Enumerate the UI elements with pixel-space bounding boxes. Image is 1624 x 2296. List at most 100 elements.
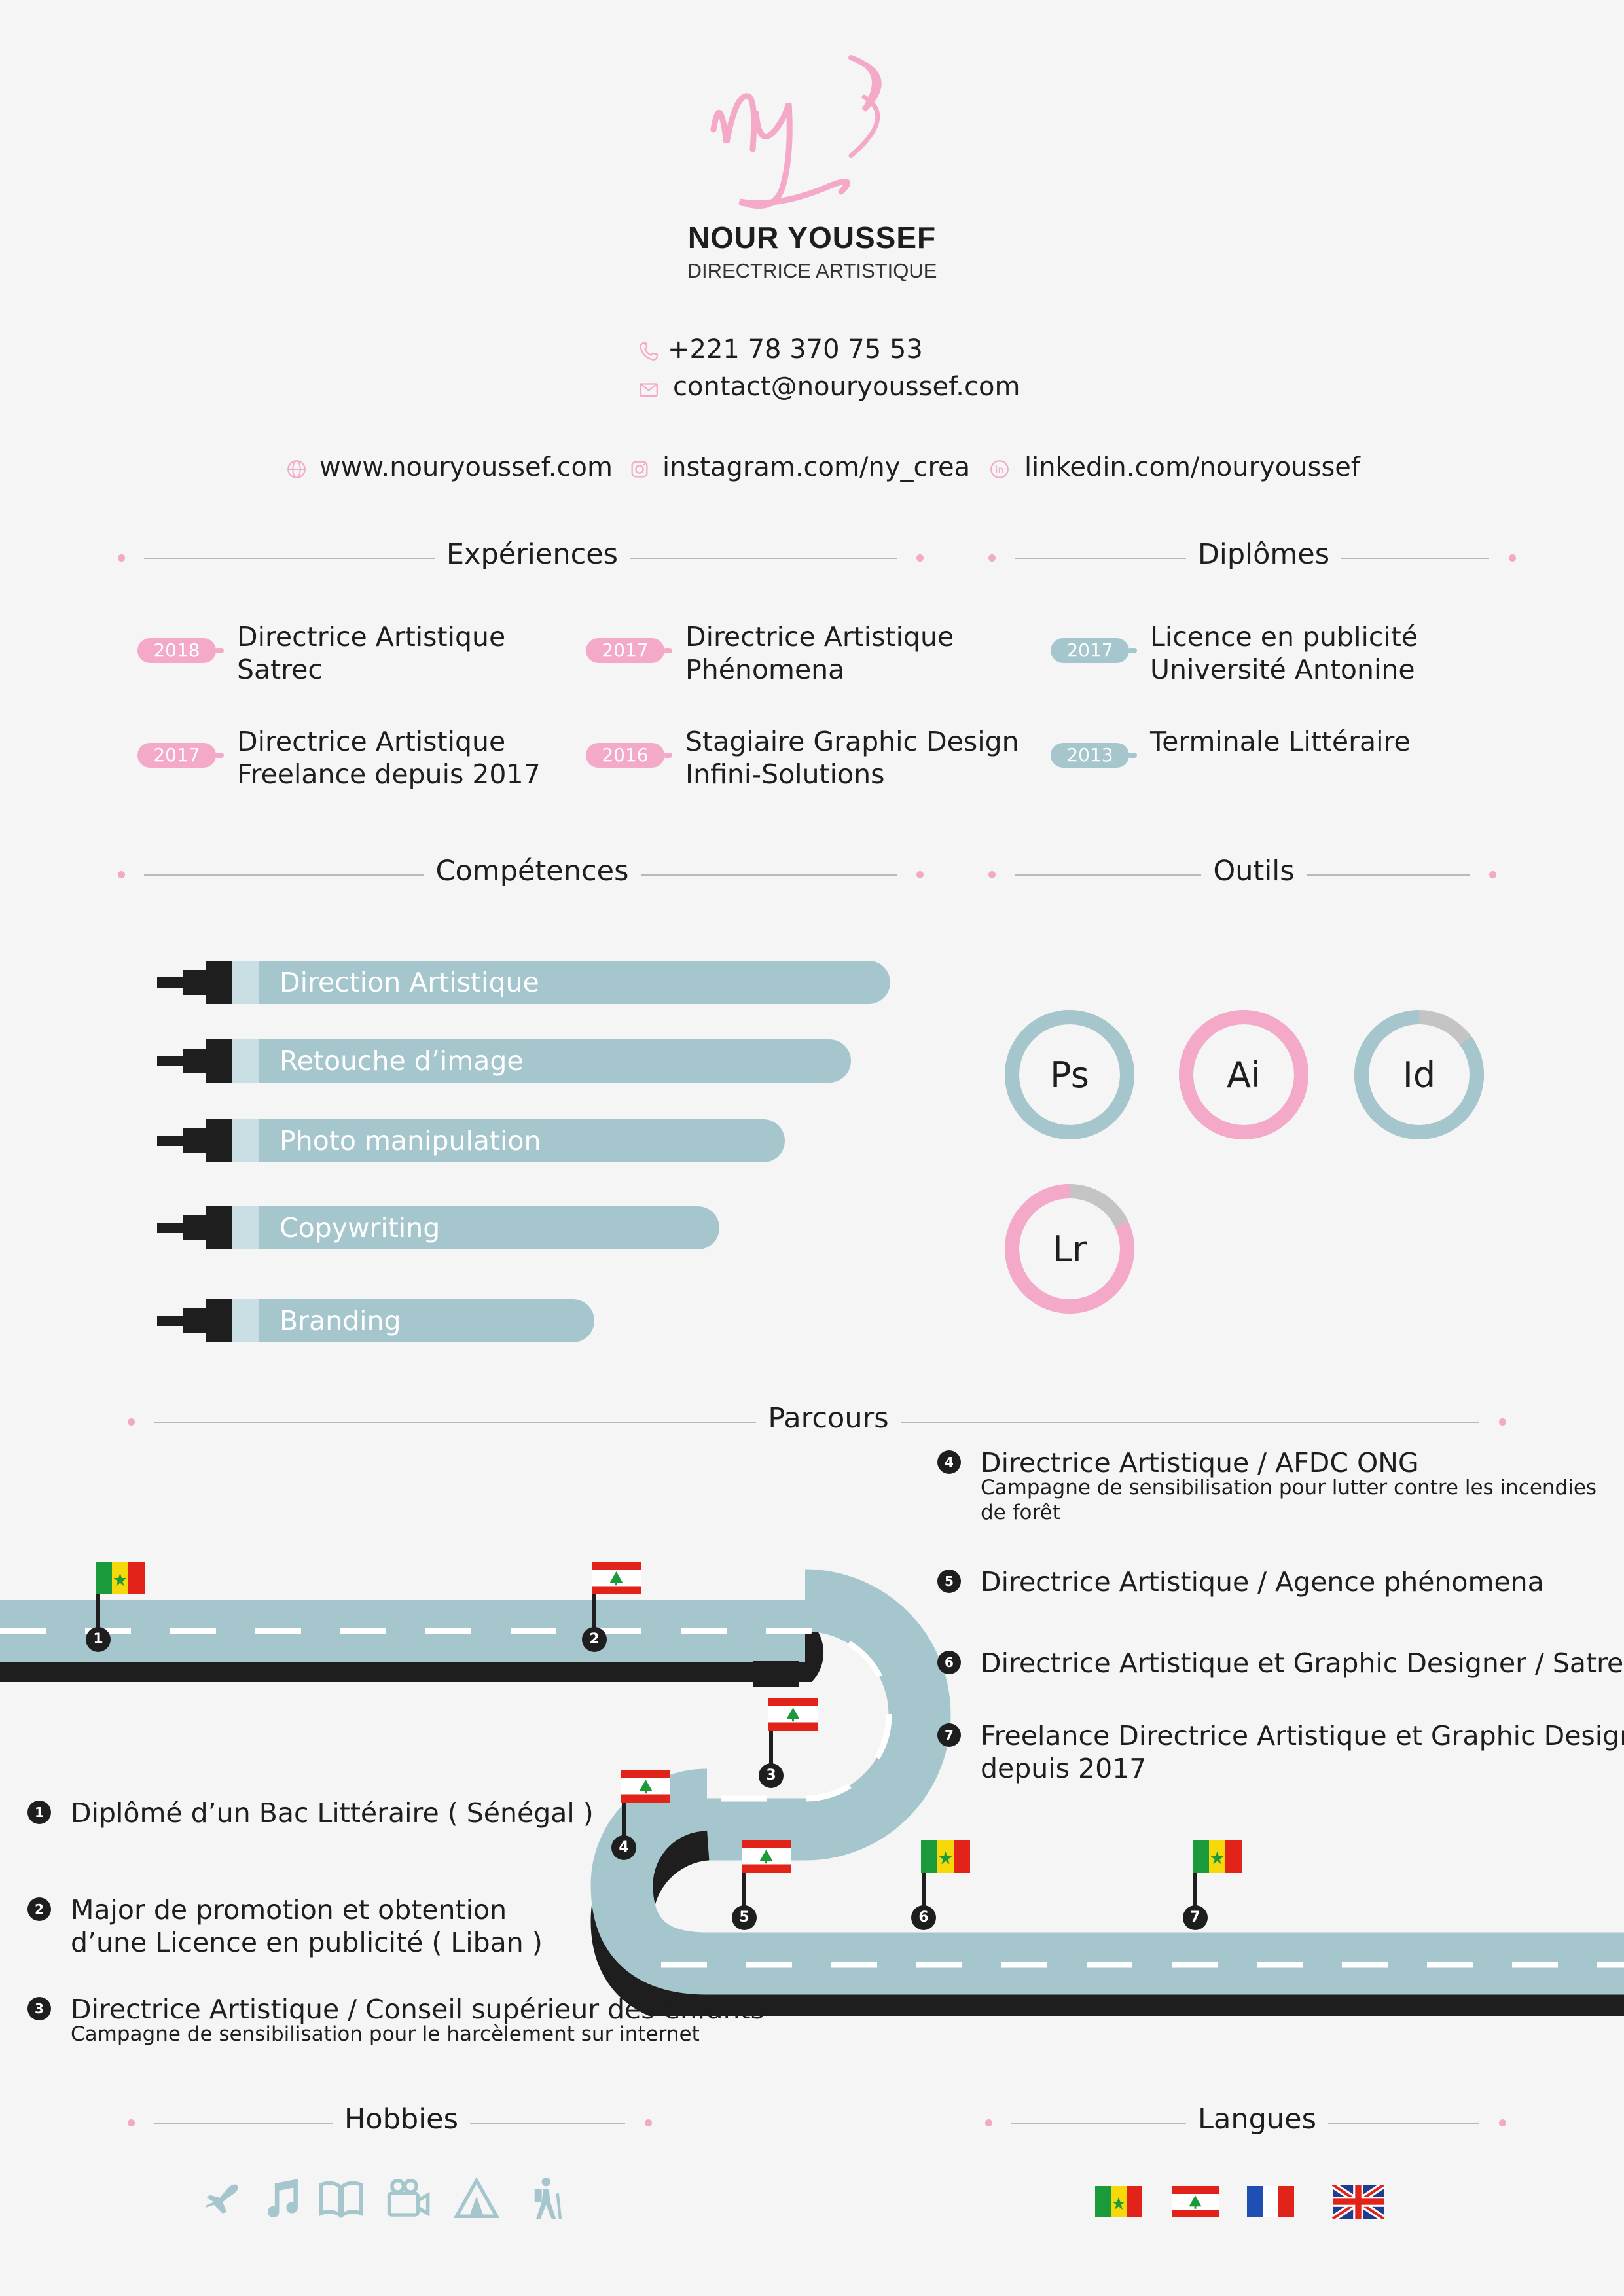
flag-senegal	[1193, 1840, 1242, 1873]
section-dot	[128, 2119, 135, 2126]
skill-label: Branding	[280, 1305, 401, 1336]
section-title-competences: Compétences	[118, 855, 947, 888]
tool-label: Ps	[1050, 1054, 1089, 1096]
section-title-text-outils: Outils	[1201, 855, 1307, 888]
experience-company: Phénomena	[685, 654, 845, 685]
section-title-hobbies: Hobbies	[128, 2103, 675, 2136]
tool-donut-ps: Ps	[1005, 1010, 1134, 1139]
email-link[interactable]: contact@nouryoussef.com	[673, 372, 1020, 402]
parcours-list-number: 4	[937, 1450, 961, 1474]
flag-pole	[622, 1782, 626, 1848]
section-title-text-parcours: Parcours	[756, 1402, 901, 1435]
parcours-step-title-cont: depuis 2017	[981, 1753, 1147, 1784]
parcours-pin-number: 7	[1183, 1905, 1208, 1930]
marker-cap-band	[232, 1299, 259, 1342]
flag-pole	[769, 1710, 773, 1776]
parcours-step-description-cont: de forêt	[981, 1501, 1060, 1524]
music-icon	[267, 2179, 298, 2218]
skill-bar	[232, 1119, 785, 1162]
section-dot	[1509, 554, 1516, 562]
logo-ny	[710, 55, 882, 209]
experience-year-badge: 2017	[137, 743, 216, 768]
parcours-pin-number: 6	[911, 1905, 936, 1930]
website-link[interactable]: www.nouryoussef.com	[319, 452, 613, 482]
parcours-pin-number: 1	[86, 1627, 111, 1652]
marker-neck	[183, 1049, 209, 1073]
marker-neck	[183, 1128, 209, 1153]
tool-label: Ai	[1227, 1054, 1261, 1096]
parcours-pin-number: 2	[582, 1627, 607, 1652]
parcours-list-number: 2	[27, 1897, 51, 1921]
section-title-outils: Outils	[988, 855, 1519, 888]
section-title-text-langues: Langues	[1186, 2103, 1328, 2136]
badge-tail	[663, 648, 672, 653]
section-title-parcours: Parcours	[128, 1402, 1529, 1435]
tool-donut-ai: Ai	[1179, 1010, 1308, 1139]
hiking-icon	[534, 2178, 562, 2219]
section-dot	[916, 554, 924, 562]
airplane-icon	[205, 2184, 238, 2214]
parcours-step-title-cont: d’une Licence en publicité ( Liban )	[71, 1927, 543, 1958]
experience-year-badge: 2018	[137, 638, 216, 663]
flag-pole	[1193, 1852, 1197, 1918]
instagram-link[interactable]: instagram.com/ny_crea	[662, 452, 971, 482]
phone-number[interactable]: +221 78 370 75 53	[668, 334, 923, 365]
parcours-pin-number: 3	[759, 1763, 784, 1788]
section-dot	[988, 554, 996, 562]
marker-cap-band	[232, 1119, 259, 1162]
flag-pole	[96, 1574, 100, 1640]
tool-label: Lr	[1053, 1229, 1087, 1270]
section-dot	[1499, 1418, 1506, 1426]
section-title-text-experiences: Expériences	[434, 538, 630, 571]
parcours-list-number: 7	[937, 1723, 961, 1747]
phone-icon	[640, 342, 658, 361]
skill-bar	[232, 1039, 851, 1083]
uk-flag	[1331, 2185, 1386, 2219]
flag-senegal	[921, 1840, 970, 1873]
marker-cap-band	[232, 1206, 259, 1249]
flag-pole	[592, 1574, 596, 1640]
diploma-name: Licence en publicité	[1150, 621, 1418, 653]
skill-label: Retouche d’image	[280, 1045, 524, 1077]
person-name: NOUR YOUSSEF	[687, 221, 937, 255]
experience-role: Directrice Artistique	[685, 621, 954, 653]
parcours-pin-number: 4	[611, 1835, 636, 1860]
skill-bar	[232, 961, 890, 1004]
skill-bar	[232, 1206, 719, 1249]
marker-tip	[157, 1223, 187, 1233]
diploma-year-badge: 2013	[1051, 743, 1129, 768]
experience-company: Infini-Solutions	[685, 759, 885, 790]
flag-lebanon	[592, 1562, 641, 1594]
flag-lebanon	[768, 1698, 818, 1731]
skill-bar	[232, 1299, 594, 1342]
badge-tail	[663, 753, 672, 758]
parcours-step-title: Major de promotion et obtention	[71, 1894, 507, 1926]
marker-tip	[157, 1136, 187, 1146]
section-dot	[988, 871, 996, 878]
parcours-road	[0, 1569, 1624, 2016]
parcours-step-title: Directrice Artistique / AFDC ONG	[981, 1447, 1419, 1479]
marker-cap-band	[232, 1039, 259, 1083]
tool-ring-level	[1179, 1010, 1308, 1139]
experience-role: Stagiaire Graphic Design	[685, 726, 1019, 757]
parcours-step-title: Freelance Directrice Artistique et Graph…	[981, 1720, 1624, 1751]
section-dot	[118, 871, 125, 878]
parcours-step-title: Directrice Artistique / Agence phénomena	[981, 1566, 1544, 1598]
parcours-list-number: 1	[27, 1801, 51, 1824]
diploma-name: Terminale Littéraire	[1150, 726, 1411, 757]
tool-label: Id	[1403, 1054, 1435, 1096]
instagram-icon	[631, 461, 648, 478]
linkedin-link[interactable]: linkedin.com/nouryoussef	[1024, 452, 1360, 482]
svg-text:in: in	[996, 465, 1004, 476]
marker-neck	[183, 1308, 209, 1333]
marker-tip	[157, 1056, 187, 1066]
diploma-year-badge: 2017	[1051, 638, 1129, 663]
section-dot	[128, 1418, 135, 1426]
experience-company: Freelance depuis 2017	[237, 759, 541, 790]
diploma-school: Université Antonine	[1150, 654, 1415, 685]
tent-icon	[454, 2176, 499, 2218]
section-title-text-diplomes: Diplômes	[1185, 538, 1342, 571]
experience-role: Directrice Artistique	[237, 621, 506, 653]
book-icon	[319, 2181, 363, 2219]
